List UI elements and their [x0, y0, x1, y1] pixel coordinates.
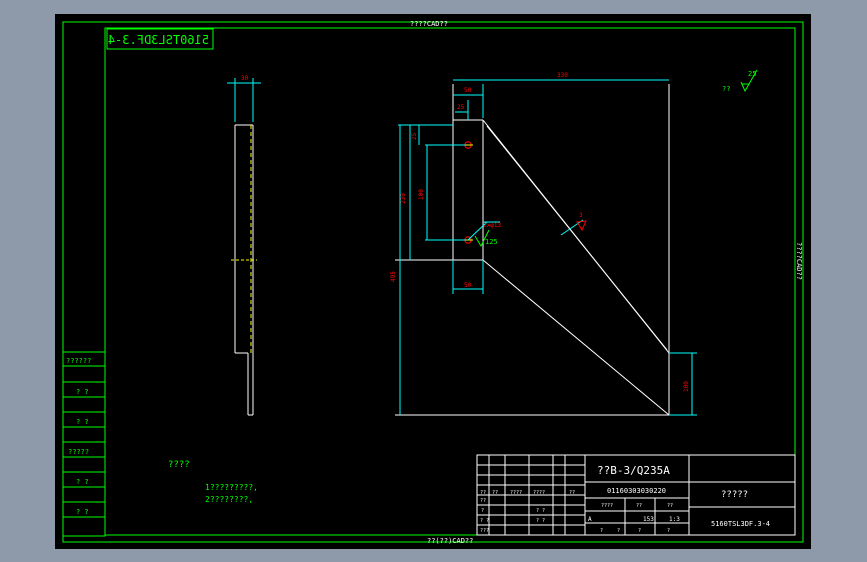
dim-small-offset: 25	[457, 104, 465, 111]
mirrored-number-box	[106, 28, 214, 50]
tb-row-cell: ? ?	[536, 508, 545, 514]
tb-drawing-no: 5160TSL3DF.3-4	[711, 520, 770, 528]
tb-material: ??B-3/Q235A	[597, 464, 670, 477]
weld-leader	[560, 219, 584, 236]
tb-scale: 1:3	[669, 516, 680, 523]
tb-header-cell: ????	[533, 490, 545, 496]
tb-header-cell: ??	[569, 490, 575, 496]
hole-leader	[467, 221, 488, 241]
front-view: 330 50 25 495 230 100 25 50 100 2xφ13	[390, 72, 697, 416]
tb-weight: 153	[643, 516, 654, 523]
tb-col-label: ??	[636, 503, 642, 509]
tb-row-cell: ???	[480, 528, 489, 534]
roughness-symbol	[740, 69, 758, 93]
tb-header-cell: ??	[480, 490, 486, 496]
side-table-cell: ? ?	[76, 478, 89, 486]
roughness-label: ??	[722, 85, 730, 93]
front-lower-diagonal	[482, 259, 670, 416]
hole-note-2: 125	[485, 238, 498, 246]
side-table-cell: ? ?	[76, 418, 89, 426]
tb-bottom-label: ?	[617, 528, 620, 534]
tb-row-cell: ?	[481, 508, 484, 514]
notes-line-2: 2????????,	[205, 495, 253, 504]
notes-title: ????	[168, 460, 190, 470]
tb-company: ?????	[721, 490, 748, 500]
dim-offset-width: 50	[464, 87, 472, 94]
notes-line-1: 1?????????,	[205, 483, 258, 492]
title-block: ?? ?? ???? ???? ?? ?? ? ? ? ? ? ? ? ??? …	[476, 454, 796, 536]
side-table-cell: ?????	[68, 448, 89, 456]
dim-top: 25	[411, 132, 418, 140]
side-width-dim: 30	[241, 75, 249, 82]
dim-hole-spacing: 100	[418, 189, 425, 200]
tb-col-label: ????	[601, 503, 613, 509]
front-hypotenuse-inner	[486, 125, 668, 351]
border-right-label: ????CAD??	[795, 242, 803, 280]
tb-row-cell: ? ?	[480, 518, 489, 524]
tb-header-cell: ??	[492, 490, 498, 496]
side-table-cell: ??????	[66, 357, 91, 365]
cad-drawing-canvas[interactable]: ????CAD?? ??(??)CAD?? ????CAD?? 5160TSL3…	[55, 14, 811, 549]
roughness-value: 25	[748, 70, 756, 78]
hole-note: 2xφ13	[483, 222, 501, 229]
tb-bottom-label: ?	[600, 528, 603, 534]
tb-header-cell: ????	[510, 490, 522, 496]
tb-row-cell: ? ?	[536, 518, 545, 524]
drawing-sheet[interactable]: ????CAD?? ??(??)CAD?? ????CAD?? 5160TSL3…	[55, 14, 811, 549]
dim-foot-width: 50	[464, 282, 472, 289]
side-table-cell: ? ?	[76, 388, 89, 396]
inner-frame	[104, 27, 796, 536]
side-table-cell: ? ?	[76, 508, 89, 516]
tb-row-cell: ??	[480, 498, 486, 504]
tb-part-code: 01160303030220	[607, 487, 666, 495]
tb-col-label: ??	[667, 503, 673, 509]
dim-overall-width: 330	[557, 72, 568, 79]
side-table-frame	[62, 351, 106, 537]
weld-symbol	[576, 220, 587, 232]
tb-bottom-label: ?	[667, 528, 670, 534]
outer-frame	[62, 21, 804, 543]
tb-bottom-label: ?	[638, 528, 641, 534]
side-table: ?????? ? ? ? ? ????? ? ? ? ?	[62, 351, 106, 537]
left-view: 30	[227, 75, 261, 416]
angle-mark: 3	[579, 212, 583, 219]
dim-total-height: 495	[390, 271, 397, 282]
dim-upper-height: 230	[400, 193, 407, 204]
tb-stage: A	[588, 516, 592, 523]
mirrored-drawing-number: 5160TSL3DF.3-4	[108, 33, 209, 47]
border-bottom-label: ??(??)CAD??	[427, 537, 473, 545]
border-top-label: ????CAD??	[410, 20, 448, 28]
hole-roughness-symbol	[474, 229, 490, 248]
dim-bottom-height: 100	[683, 381, 690, 392]
